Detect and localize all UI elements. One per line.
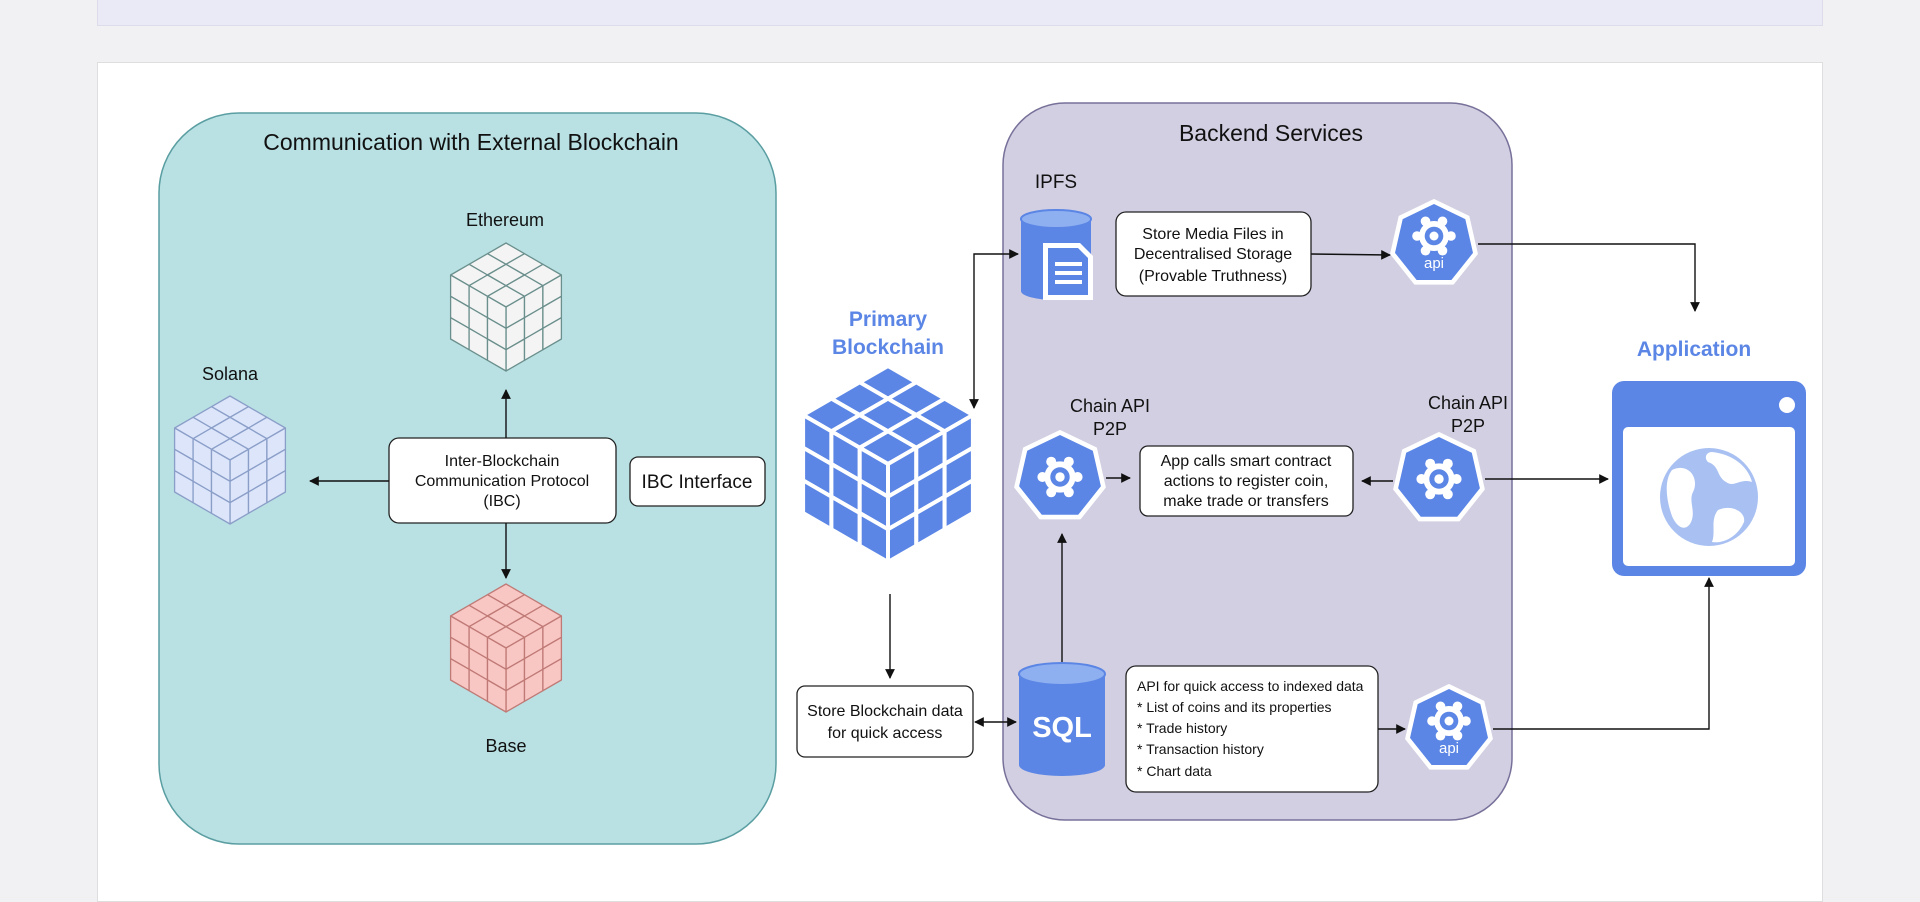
arrow-primary-ipfs [969, 249, 1019, 409]
ipfs-database-icon [1020, 209, 1093, 300]
external-container-title: Communication with External Blockchain [263, 129, 678, 155]
cube-cell [857, 511, 890, 564]
base-label: Base [485, 736, 526, 756]
api-label: api [1439, 740, 1459, 757]
cube-cell [486, 338, 507, 372]
ibc-interface-label: IBC Interface [642, 472, 753, 493]
ibc-interface-box: IBC Interface [629, 456, 766, 507]
arrow-sql-api-to-app [1493, 577, 1714, 730]
api-label: api [1424, 255, 1444, 272]
sql-database-icon: SQL [1018, 662, 1106, 776]
sql-box-line-2: * List of coins and its properties [1137, 699, 1332, 715]
solana-cube-icon [173, 395, 287, 525]
primary-title-line-1: Primary [849, 308, 928, 331]
primary-blockchain-cube-icon [801, 364, 975, 564]
cube-cell [942, 478, 975, 532]
sql-api-icon: api [1405, 684, 1493, 770]
app-calls-line-3: make trade or transfers [1163, 493, 1328, 510]
sql-box-line-3: * Trade history [1137, 720, 1227, 736]
ibc-protocol-box: Inter-Blockchain Communication Protocol … [388, 437, 617, 524]
cube-cell [210, 491, 231, 525]
chain-api-left-line-2: P2P [1093, 419, 1127, 439]
sql-label: SQL [1032, 712, 1092, 744]
ipfs-box-line-2: Decentralised Storage [1134, 246, 1292, 263]
chain-api-left-icon [1014, 430, 1106, 520]
sql-box-line-5: * Chart data [1137, 763, 1212, 779]
ipfs-label: IPFS [1035, 172, 1077, 193]
ibc-line-2: Communication Protocol [415, 473, 589, 490]
application-title: Application [1637, 338, 1751, 361]
ibc-line-1: Inter-Blockchain [445, 453, 560, 470]
ibc-line-3: (IBC) [483, 493, 520, 510]
store-blockchain-data-box: Store Blockchain data for quick access [796, 685, 974, 758]
sql-box-line-4: * Transaction history [1137, 741, 1264, 757]
backend-title: Backend Services [1179, 120, 1363, 146]
cube-cell [266, 470, 287, 504]
app-calls-line-1: App calls smart contract [1161, 453, 1332, 470]
application-window-icon [1612, 381, 1806, 576]
app-calls-box: App calls smart contract actions to regi… [1139, 445, 1354, 517]
cog-icon [1412, 216, 1456, 256]
cog-icon [1416, 458, 1462, 500]
app-calls-line-2: actions to register coin, [1164, 473, 1329, 490]
ethereum-label: Ethereum [466, 210, 544, 230]
ipfs-box-line-1: Store Media Files in [1142, 226, 1283, 243]
cube-cell [542, 317, 563, 351]
base-cube-icon [449, 583, 563, 713]
chain-api-left-line-1: Chain API [1070, 396, 1150, 416]
cube-cell [542, 658, 563, 692]
arrow-ipfs-box-to-api [1310, 249, 1391, 260]
chain-api-right-icon [1393, 432, 1485, 522]
store-line-1: Store Blockchain data [807, 703, 963, 720]
cog-icon [1427, 701, 1471, 741]
globe-icon [1660, 448, 1758, 546]
cube-cell [486, 679, 507, 713]
arrow-ipfs-api-to-app [1478, 243, 1700, 312]
chain-api-right-line-1: Chain API [1428, 393, 1508, 413]
cog-icon [1037, 456, 1083, 498]
top-banner [97, 0, 1823, 26]
primary-title-line-2: Blockchain [832, 336, 944, 359]
ethereum-cube-icon [449, 242, 563, 372]
sql-box-line-1: API for quick access to indexed data [1137, 678, 1364, 694]
ipfs-api-icon: api [1390, 199, 1478, 285]
ipfs-box-line-3: (Provable Truthness) [1139, 268, 1288, 285]
sql-api-box: API for quick access to indexed data * L… [1125, 665, 1379, 793]
store-line-2: for quick access [828, 725, 943, 742]
solana-label: Solana [202, 364, 259, 384]
chain-api-right-line-2: P2P [1451, 416, 1485, 436]
ipfs-storage-box: Store Media Files in Decentralised Stora… [1115, 211, 1312, 297]
